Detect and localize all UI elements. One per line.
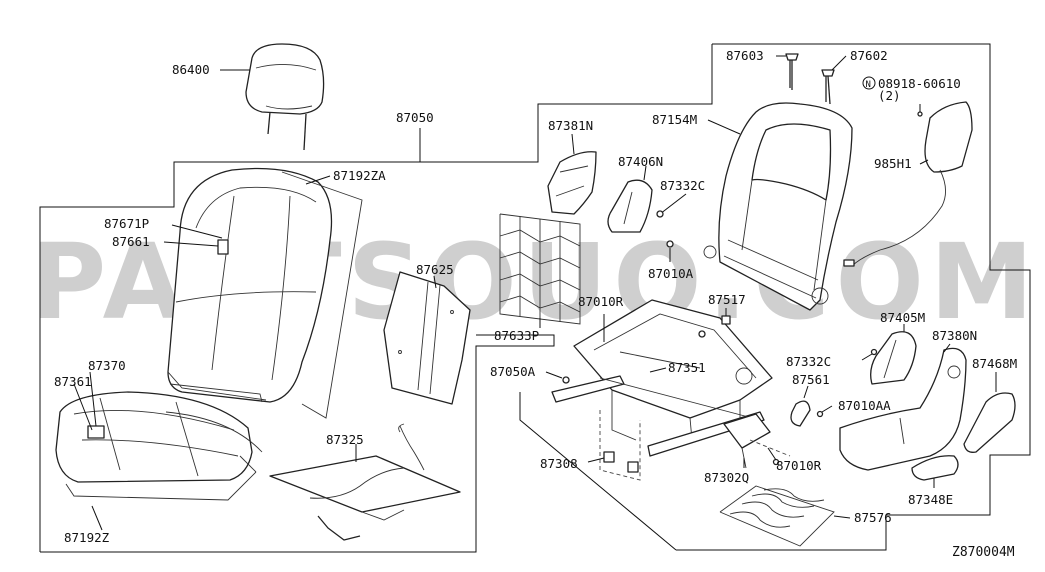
label-86400[interactable]: 86400	[172, 62, 210, 77]
label-87517[interactable]: 87517	[708, 292, 746, 307]
seatback-trim-87192za[interactable]	[167, 167, 333, 403]
label-87010r[interactable]: 87010R	[578, 294, 624, 309]
seat-side-finisher-87380n[interactable]	[839, 347, 967, 471]
label-87406n[interactable]: 87406N	[618, 154, 663, 169]
label-87625[interactable]: 87625	[416, 262, 454, 277]
label-985h1[interactable]: 985H1	[874, 156, 912, 171]
label-87332c-b[interactable]: 87332C	[786, 354, 831, 369]
label-87308[interactable]: 87308	[540, 456, 578, 471]
label-87325[interactable]: 87325	[326, 432, 364, 447]
label-87154m[interactable]: 87154M	[652, 112, 697, 127]
n-marker-icon	[862, 76, 876, 90]
recliner-cover-87405m[interactable]	[870, 331, 917, 385]
label-87671p[interactable]: 87671P	[104, 216, 149, 231]
knob-87348e[interactable]	[911, 455, 959, 481]
label-87561[interactable]: 87561	[792, 372, 830, 387]
label-87332c[interactable]: 87332C	[660, 178, 705, 193]
back-board-87625[interactable]	[383, 271, 471, 405]
label-87351[interactable]: 87351	[668, 360, 706, 375]
n-marker-letter: N	[866, 80, 871, 90]
clip-87661[interactable]	[217, 239, 229, 255]
spring-wire-87576[interactable]	[719, 485, 835, 547]
label-87050a[interactable]: 87050A	[490, 364, 536, 379]
spring-mat-87633p[interactable]	[499, 213, 581, 325]
seat-cushion-cover-87192z[interactable]	[65, 455, 257, 501]
cushion-frame-87351[interactable]	[573, 299, 773, 441]
assembly-outline-left	[39, 44, 713, 553]
label-87302q[interactable]: 87302Q	[704, 470, 749, 485]
label-87010a[interactable]: 87010A	[648, 266, 694, 281]
clip-87517[interactable]	[721, 315, 731, 325]
seat-cushion-87370[interactable]	[55, 391, 263, 483]
label-87010aa[interactable]: 87010AA	[838, 398, 891, 413]
part-labels: 86400 87050 87192ZA 87671P 87661 87625 8…	[54, 48, 1017, 545]
label-87348e[interactable]: 87348E	[908, 492, 953, 507]
seatback-frame-87154m[interactable]	[703, 102, 853, 311]
label-87370[interactable]: 87370	[88, 358, 126, 373]
label-87380n[interactable]: 87380N	[932, 328, 977, 343]
seat-heater-87325[interactable]	[269, 423, 461, 541]
label-87603[interactable]: 87603	[726, 48, 764, 63]
headrest-86400[interactable]	[245, 43, 325, 151]
label-87633p[interactable]: 87633P	[494, 328, 539, 343]
clip-87517-b[interactable]	[698, 330, 706, 338]
knob-cover-87468m[interactable]	[963, 392, 1016, 453]
screw-87332c-b[interactable]	[870, 348, 878, 356]
bolt-87010aa[interactable]	[816, 410, 824, 418]
label-87361[interactable]: 87361	[54, 374, 92, 389]
back-finisher-87381n[interactable]	[547, 151, 597, 215]
lever-87561[interactable]	[790, 400, 811, 427]
headrest-guide-87602[interactable]	[821, 69, 835, 105]
label-87468m[interactable]: 87468M	[972, 356, 1017, 371]
nut-08918-60610[interactable]	[917, 111, 923, 117]
label-87576[interactable]: 87576	[854, 510, 892, 525]
headrest-guide-87603[interactable]	[785, 53, 799, 90]
label-87602[interactable]: 87602	[850, 48, 888, 63]
clip-87361[interactable]	[87, 425, 105, 439]
leg-bracket-87308[interactable]	[599, 410, 641, 481]
label-87192za[interactable]: 87192ZA	[333, 168, 386, 183]
label-87192z[interactable]: 87192Z	[64, 530, 110, 545]
label-87381n[interactable]: 87381N	[548, 118, 593, 133]
seatback-cover-87192za[interactable]	[281, 171, 363, 419]
label-87050[interactable]: 87050	[396, 110, 434, 125]
assembly-outline-right	[519, 43, 1031, 551]
adjuster-bracket-87302q[interactable]	[723, 413, 791, 469]
bolt-87050a[interactable]	[562, 376, 570, 384]
side-airbag-module-985h1[interactable]	[843, 101, 973, 267]
label-87661[interactable]: 87661	[112, 234, 150, 249]
label-87010r-b[interactable]: 87010R	[776, 458, 822, 473]
label-08918-qty: (2)	[878, 88, 901, 103]
screw-87332c[interactable]	[656, 210, 664, 218]
recliner-cover-87406n[interactable]	[607, 179, 653, 233]
label-08918-60610[interactable]: 08918-60610	[878, 76, 961, 91]
diagram-code: Z870004M	[952, 545, 1015, 560]
label-87405m[interactable]: 87405M	[880, 310, 925, 325]
bolt-87010a[interactable]	[666, 240, 674, 248]
